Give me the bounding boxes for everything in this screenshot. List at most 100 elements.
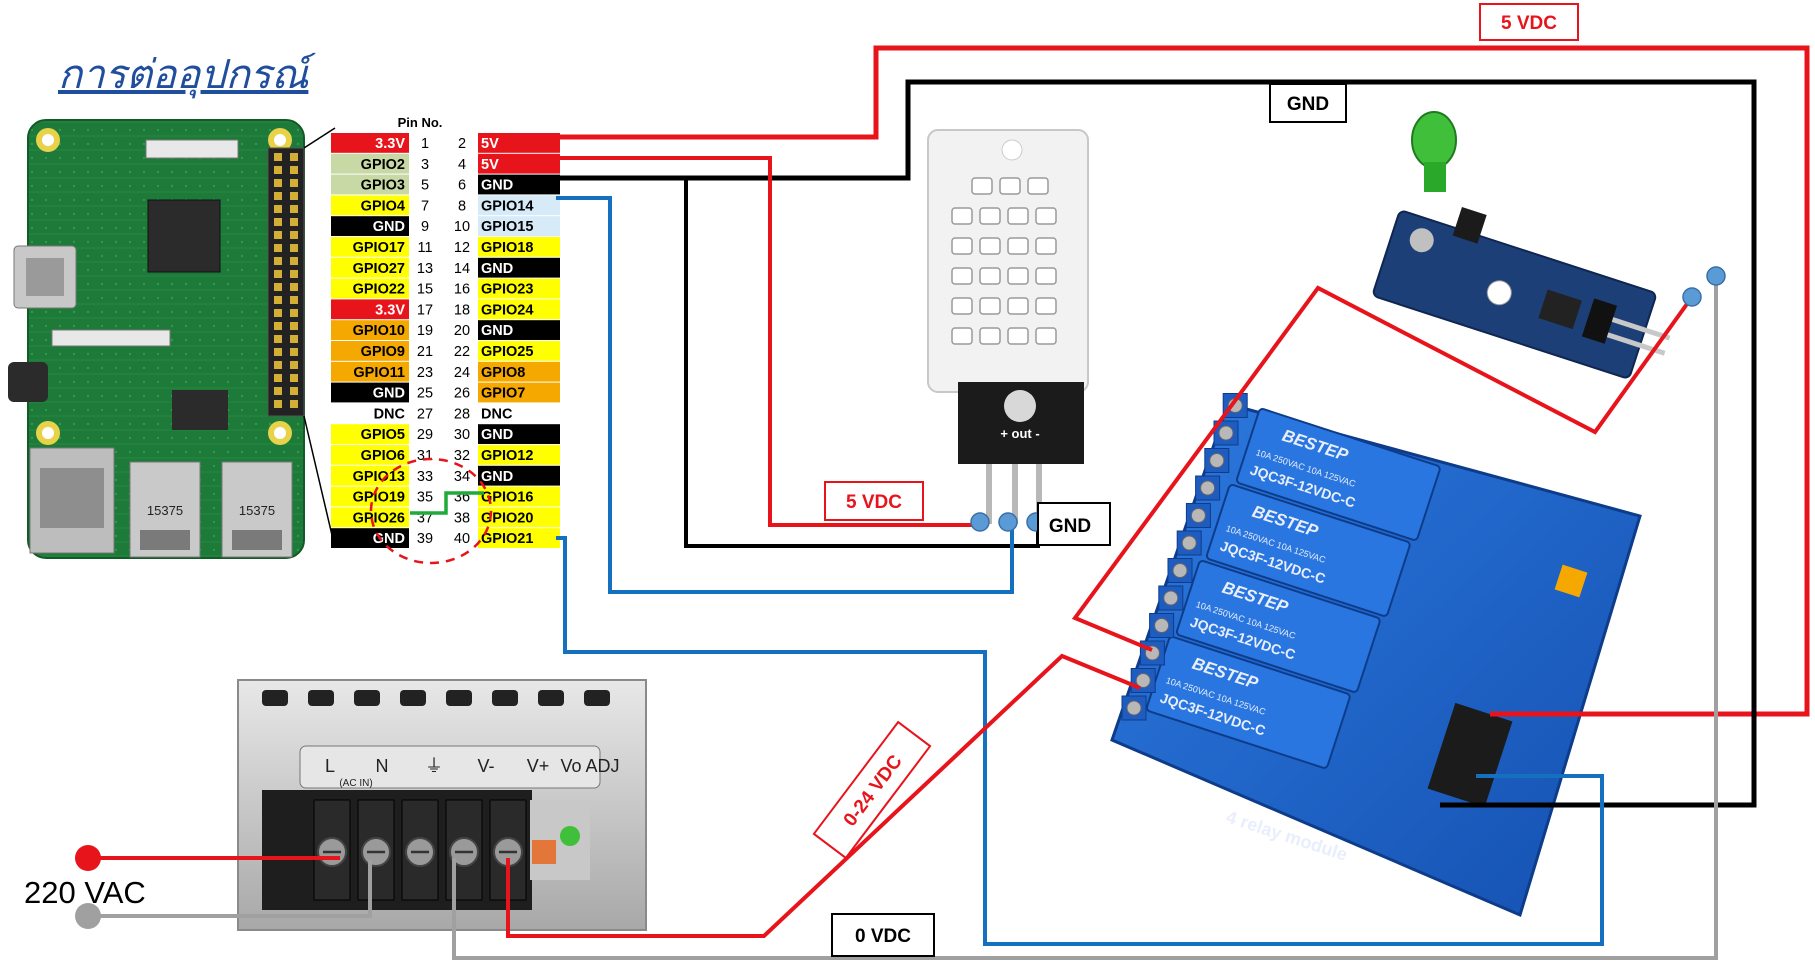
sensor-pin-labels: + out -: [1000, 426, 1039, 441]
pin-right-label: GPIO20: [481, 510, 533, 526]
pin-left-label: 3.3V: [375, 302, 405, 318]
pin-number: 10: [454, 219, 470, 235]
label-0vdc: 0 VDC: [855, 926, 911, 947]
pin-number: 35: [417, 490, 433, 506]
pin-number: 17: [417, 302, 433, 318]
pin-number-header: Pin No.: [398, 115, 443, 130]
pin-right-label: GND: [481, 323, 513, 339]
connector-dot: [998, 512, 1018, 532]
label-5vdc-sensor: 5 VDC: [846, 492, 902, 513]
pin-number: 2: [458, 136, 466, 152]
pin-number: 26: [454, 386, 470, 402]
pin-number: 31: [417, 448, 433, 464]
psu-terminal-label: Vo ADJ: [560, 756, 619, 776]
pin-number: 1: [421, 136, 429, 152]
wire-5v-sensor: [556, 156, 986, 527]
connector-dot: [1706, 266, 1726, 286]
pin-right-label: GPIO23: [481, 282, 533, 298]
psu-terminal-label: V+: [527, 756, 550, 776]
wire-green-jumper: [410, 491, 484, 515]
pin-number: 28: [454, 406, 470, 422]
pin-number: 24: [454, 365, 470, 381]
pin-left-label: GPIO5: [361, 427, 405, 443]
pin-number: 18: [454, 302, 470, 318]
pin-right-label: 5V: [481, 157, 499, 173]
pin-left-label: GPIO4: [361, 198, 405, 214]
pin-number: 12: [454, 240, 470, 256]
pin-number: 25: [417, 386, 433, 402]
pin-right-label: GPIO16: [481, 490, 533, 506]
pin-left-label: GPIO2: [361, 157, 405, 173]
pin-number: 38: [454, 510, 470, 526]
ac-live-terminal: [75, 845, 101, 871]
pin-left-label: GPIO27: [353, 261, 405, 277]
pin-number: 30: [454, 427, 470, 443]
pin-number: 22: [454, 344, 470, 360]
wires: [88, 45, 1810, 960]
pin-number: 3: [421, 157, 429, 173]
pin-number: 33: [417, 469, 433, 485]
pin-number: 4: [458, 157, 466, 173]
label-220vac: 220 VAC: [24, 875, 146, 910]
pin-right-label: GPIO7: [481, 386, 525, 402]
wire-gnd-main: [556, 79, 1757, 808]
dht-sensor: + out -: [927, 129, 1089, 524]
pin-right-label: GPIO8: [481, 365, 525, 381]
pin-number: 8: [458, 198, 466, 214]
connector-dot: [970, 512, 990, 532]
led-module: [1372, 111, 1671, 379]
pin-number: 13: [417, 261, 433, 277]
wire-gpio4: [556, 196, 1014, 594]
pin-number: 23: [417, 365, 433, 381]
pin-number: 40: [454, 531, 470, 547]
pin-left-label: GPIO10: [353, 323, 405, 339]
label-gnd-sensor: GND: [1049, 516, 1091, 537]
pin-number: 9: [421, 219, 429, 235]
wire-0vdc: [452, 274, 1718, 960]
pin-right-label: GPIO18: [481, 240, 533, 256]
pin-number: 6: [458, 178, 466, 194]
pin-number: 34: [454, 469, 470, 485]
pin-left-label: GPIO22: [353, 282, 405, 298]
pin-left-label: DNC: [374, 406, 406, 422]
psu-terminal-label: V-: [477, 756, 494, 776]
pin-right-label: GPIO24: [481, 302, 533, 318]
pin-right-label: 5V: [481, 136, 499, 152]
pin-right-label: GND: [481, 261, 513, 277]
pin-right-label: GND: [481, 427, 513, 443]
pin-left-label: GPIO17: [353, 240, 405, 256]
pin-number: 20: [454, 323, 470, 339]
pin-right-label: GPIO12: [481, 448, 533, 464]
pin-row: 3.3V 17 18 GPIO24: [331, 299, 560, 320]
pin-left-label: GND: [373, 531, 405, 547]
label-5vdc-top: 5 VDC: [1501, 13, 1557, 34]
page-title: การต่ออุปกรณ์: [58, 52, 309, 98]
wire-gpio21: [556, 536, 1604, 946]
green-led: [1411, 111, 1457, 169]
pin-row: GPIO10 19 20 GND: [331, 320, 560, 340]
pin-number: 7: [421, 198, 429, 214]
pin-row: GPIO2 3 4 5V: [331, 153, 560, 174]
pin-number: 27: [417, 406, 433, 422]
psu-terminal-label: L: [325, 756, 335, 776]
pin-left-label: 3.3V: [375, 136, 405, 152]
wire-0-24vdc: [506, 653, 1141, 938]
pin-left-label: GPIO26: [353, 510, 405, 526]
pin-right-label: GPIO15: [481, 219, 533, 235]
pin-number: 19: [417, 323, 433, 339]
pin-right-label: GND: [481, 469, 513, 485]
pin-left-label: GPIO19: [353, 490, 405, 506]
